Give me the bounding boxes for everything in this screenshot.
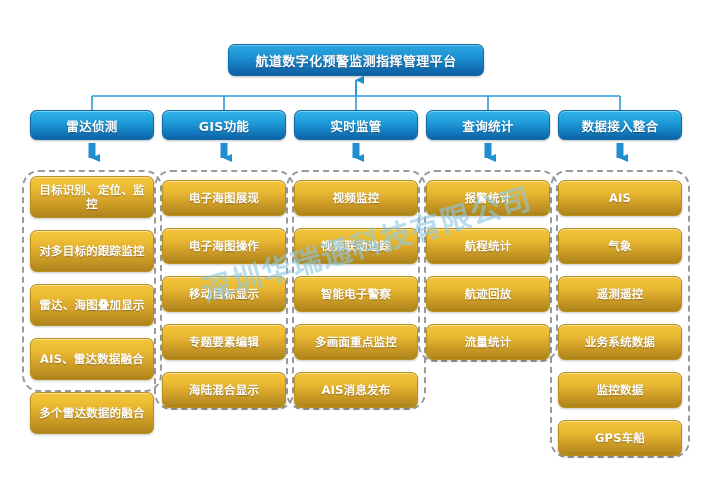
item-label: 多画面重点监控	[315, 334, 397, 349]
item-node[interactable]: 目标识别、定位、监控	[30, 176, 154, 218]
item-node[interactable]: 视频监控	[294, 180, 418, 216]
item-node[interactable]: 电子海图操作	[162, 228, 286, 264]
item-node[interactable]: 对多目标的跟踪监控	[30, 230, 154, 272]
item-label: 视频监控	[332, 190, 380, 205]
item-label: 对多目标的跟踪监控	[39, 243, 145, 258]
column-header-monitor[interactable]: 实时监管	[294, 110, 418, 140]
item-label: 报警统计	[464, 190, 512, 205]
item-node[interactable]: 多个雷达数据的融合	[30, 392, 154, 434]
column-header-label: GIS功能	[198, 118, 250, 134]
item-label: 专题要素编辑	[188, 334, 260, 349]
item-stack-query: 报警统计 航程统计 航迹回放 流量统计	[426, 180, 550, 372]
root-title-label: 航道数字化预警监测指挥管理平台	[255, 54, 457, 70]
item-node[interactable]: 航迹回放	[426, 276, 550, 312]
item-label: GPS车船	[594, 430, 646, 445]
root-title-node[interactable]: 航道数字化预警监测指挥管理平台	[228, 44, 484, 76]
column-header-label: 实时监管	[330, 118, 382, 134]
item-label: 航迹回放	[464, 286, 512, 301]
item-label: 电子海图操作	[188, 238, 260, 253]
column-header-data[interactable]: 数据接入整合	[558, 110, 682, 140]
item-label: AIS消息发布	[321, 382, 391, 397]
item-node[interactable]: 海陆混合显示	[162, 372, 286, 408]
item-node[interactable]: GPS车船	[558, 420, 682, 456]
item-stack-gis: 电子海图展现 电子海图操作 移动目标显示 专题要素编辑 海陆混合显示	[162, 180, 286, 420]
item-label: 监控数据	[596, 382, 644, 397]
item-node[interactable]: 流量统计	[426, 324, 550, 360]
item-label: AIS、雷达数据融合	[40, 351, 144, 366]
item-node[interactable]: 报警统计	[426, 180, 550, 216]
item-node[interactable]: 航程统计	[426, 228, 550, 264]
item-stack-data: AIS 气象 遥测遥控 业务系统数据 监控数据 GPS车船	[558, 180, 682, 468]
item-label: 视频联动追踪	[320, 238, 392, 253]
column-header-label: 数据接入整合	[581, 118, 659, 134]
item-label: 电子海图展现	[188, 190, 260, 205]
column-header-query[interactable]: 查询统计	[426, 110, 550, 140]
item-label: 航程统计	[464, 238, 512, 253]
item-label: 海陆混合显示	[188, 382, 260, 397]
item-node[interactable]: 视频联动追踪	[294, 228, 418, 264]
item-node[interactable]: 雷达、海图叠加显示	[30, 284, 154, 326]
item-node[interactable]: 智能电子警察	[294, 276, 418, 312]
item-node[interactable]: 遥测遥控	[558, 276, 682, 312]
item-node[interactable]: 移动目标显示	[162, 276, 286, 312]
item-node[interactable]: AIS消息发布	[294, 372, 418, 408]
column-header-radar[interactable]: 雷达侦测	[30, 110, 154, 140]
item-label: 业务系统数据	[584, 334, 656, 349]
item-stack-monitor: 视频监控 视频联动追踪 智能电子警察 多画面重点监控 AIS消息发布	[294, 180, 418, 420]
item-node[interactable]: 电子海图展现	[162, 180, 286, 216]
item-label: 遥测遥控	[596, 286, 644, 301]
item-label: 智能电子警察	[320, 286, 392, 301]
item-label: 雷达、海图叠加显示	[39, 297, 145, 312]
group-container-radar	[22, 170, 162, 392]
item-label: 流量统计	[464, 334, 512, 349]
item-label: 移动目标显示	[188, 286, 260, 301]
group-container-gis	[154, 170, 294, 410]
item-node[interactable]: AIS	[558, 180, 682, 216]
group-container-data	[550, 170, 690, 458]
item-label: AIS	[608, 190, 632, 205]
column-header-label: 雷达侦测	[66, 118, 118, 134]
item-node[interactable]: 气象	[558, 228, 682, 264]
item-node[interactable]: 多画面重点监控	[294, 324, 418, 360]
item-stack-radar: 目标识别、定位、监控 对多目标的跟踪监控 雷达、海图叠加显示 AIS、雷达数据融…	[30, 176, 154, 446]
item-label: 气象	[608, 238, 632, 253]
item-node[interactable]: 专题要素编辑	[162, 324, 286, 360]
item-label: 目标识别、定位、监控	[39, 182, 145, 211]
column-header-gis[interactable]: GIS功能	[162, 110, 286, 140]
group-container-monitor	[286, 170, 426, 410]
item-node[interactable]: 业务系统数据	[558, 324, 682, 360]
column-header-label: 查询统计	[462, 118, 514, 134]
item-node[interactable]: 监控数据	[558, 372, 682, 408]
item-label: 多个雷达数据的融合	[39, 405, 145, 420]
item-node[interactable]: AIS、雷达数据融合	[30, 338, 154, 380]
group-container-query	[418, 170, 558, 362]
